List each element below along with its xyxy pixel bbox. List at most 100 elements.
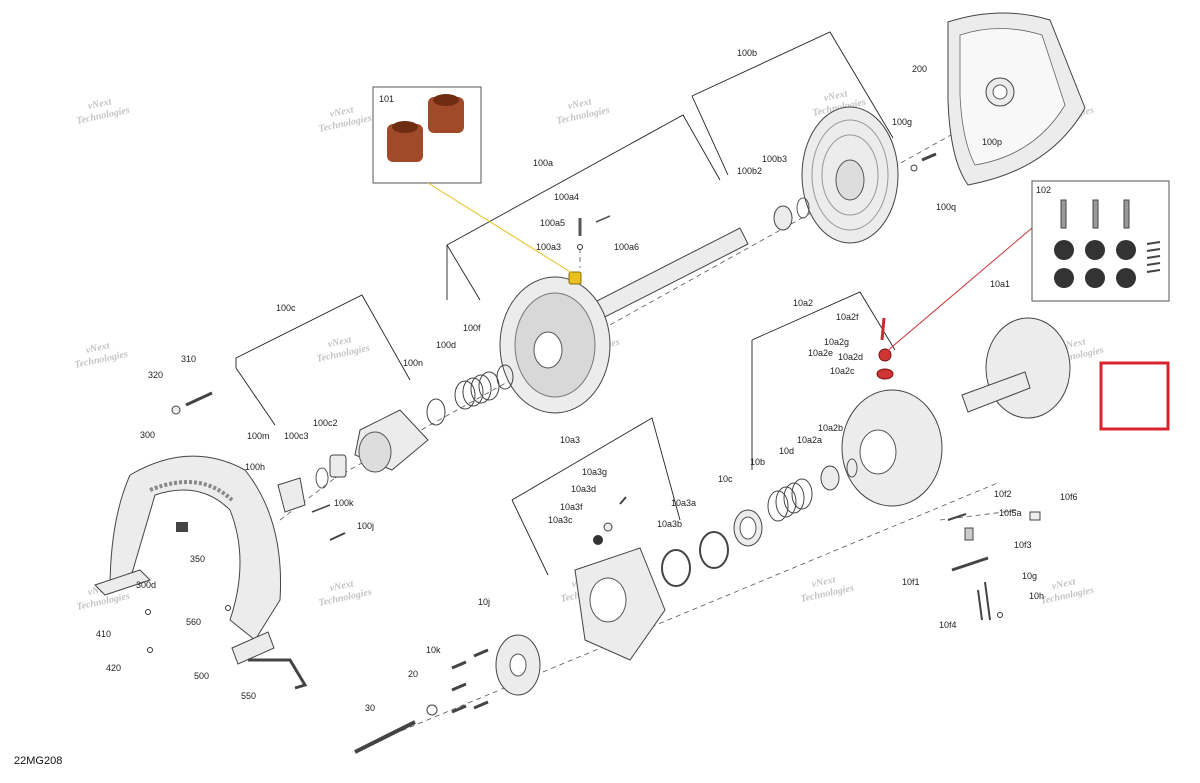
callout-300: 300: [140, 430, 155, 440]
callout-10f6: 10f6: [1060, 492, 1078, 502]
screw-560: [225, 605, 231, 611]
callout-100a: 100a: [533, 158, 553, 168]
roller-10a3f: [593, 535, 603, 545]
callout-10a1: 10a1: [990, 279, 1010, 289]
clip-100k: [311, 504, 331, 513]
part-10a2c: [876, 368, 894, 380]
bracket-100c: [235, 294, 411, 381]
washer-100q: [910, 164, 918, 172]
guard-300-vents: [149, 480, 234, 502]
callout-10b: 10b: [750, 457, 765, 467]
highlight-box[interactable]: [1099, 361, 1170, 431]
ring-10a3b: [661, 549, 691, 587]
sheave-100b-rings: [821, 134, 879, 216]
bracket-100a: [446, 244, 481, 301]
callout-100d: 100d: [436, 340, 456, 350]
callout-30: 30: [365, 703, 375, 713]
screw-100g: [921, 152, 937, 162]
part-10f5a: [964, 527, 974, 541]
callout-10f2: 10f2: [994, 489, 1012, 499]
callout-100f: 100f: [463, 323, 481, 333]
callout-100k: 100k: [334, 498, 354, 508]
ring-100b2: [773, 205, 793, 231]
pin-10a2f: [880, 317, 886, 341]
callout-10c: 10c: [718, 474, 733, 484]
ring-10a3a: [699, 531, 729, 569]
watermark-line1: vNext: [811, 574, 838, 590]
callout-100a5: 100a5: [540, 218, 565, 228]
watermark-line1: vNext: [1051, 576, 1078, 592]
callout-10g: 10g: [1022, 571, 1037, 581]
callout-20: 20: [408, 669, 418, 679]
callout-10a2g: 10a2g: [824, 337, 849, 347]
ring-100b3: [796, 197, 810, 219]
callout-10a2: 10a2: [793, 298, 813, 308]
callout-100b3: 100b3: [762, 154, 787, 164]
callout-10a2a: 10a2a: [797, 435, 822, 445]
part-10f6: [1029, 511, 1041, 521]
inset-102-pins: [1060, 199, 1130, 229]
sheave-100b-rings: [811, 119, 889, 231]
callout-100c: 100c: [276, 303, 296, 313]
ring-10a2b: [846, 458, 858, 478]
watermark-line1: vNext: [85, 340, 112, 356]
axis-line: [359, 481, 1001, 749]
ring-10c-bore: [739, 516, 757, 540]
pin-10a3g: [619, 496, 627, 505]
bracket-10a3: [511, 499, 549, 576]
bracket-300d: [94, 569, 151, 596]
spring-10d: [767, 478, 813, 522]
callout-10a3a: 10a3a: [671, 498, 696, 508]
callout-100a4: 100a4: [554, 192, 579, 202]
inset-102-clips: [1146, 241, 1161, 273]
callout-310: 310: [181, 354, 196, 364]
callout-560: 560: [186, 617, 201, 627]
sheave-10a2-hub: [859, 429, 897, 475]
bracket-100a: [446, 114, 721, 300]
diagram-reference: 22MG208: [14, 755, 63, 767]
callout-10a3c: 10a3c: [548, 515, 573, 525]
disk-10j-hub: [509, 653, 527, 677]
callout-300d: 300d: [136, 580, 156, 590]
hub-100h: [277, 477, 306, 513]
watermark-line1: vNext: [87, 96, 114, 112]
leader-102: [885, 227, 1033, 353]
part-10f2: [947, 513, 967, 521]
callout-100n: 100n: [403, 358, 423, 368]
callout-100c3: 100c3: [284, 431, 309, 441]
inset-101-bushings: [387, 94, 464, 162]
nut-320: [171, 405, 181, 415]
callout-100p: 100p: [982, 137, 1002, 147]
callout-10d: 10d: [779, 446, 794, 456]
lever-550: [248, 658, 308, 690]
callout-100j: 100j: [357, 521, 374, 531]
callout-10a2d: 10a2d: [838, 352, 863, 362]
washer-20: [426, 704, 438, 716]
callout-10a3f: 10a3f: [560, 502, 583, 512]
callout-100m: 100m: [247, 431, 270, 441]
bracket-100b: [691, 95, 729, 176]
clip-10h: [997, 612, 1003, 618]
watermark-line1: vNext: [327, 334, 354, 350]
callout-100a6: 100a6: [614, 242, 639, 252]
screws-10k: [451, 648, 489, 714]
washer-100n: [426, 398, 446, 426]
callout-10a2b: 10a2b: [818, 423, 843, 433]
callout-10f5a: 10f5a: [999, 508, 1022, 518]
sheave-100b-hub: [835, 159, 865, 201]
callout-100q: 100q: [936, 202, 956, 212]
callout-10a2e: 10a2e: [808, 348, 833, 358]
callout-10k: 10k: [426, 645, 441, 655]
nut-420: [147, 647, 153, 653]
ring-100m: [315, 467, 329, 489]
bracket-100c: [235, 367, 276, 426]
callout-labels: 100b200100g100p100q100b3100b2100a100a410…: [96, 48, 1078, 713]
callout-320: 320: [148, 370, 163, 380]
carrier-100c2-bore: [358, 431, 392, 473]
